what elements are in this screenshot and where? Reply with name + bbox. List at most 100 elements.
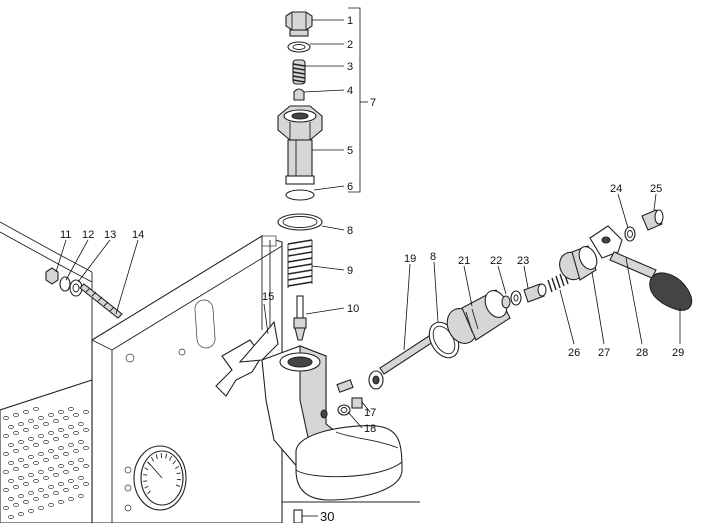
lever-valve-assembly: [337, 210, 692, 415]
callout-12: 12: [82, 229, 94, 241]
perforation-hole: [73, 485, 78, 488]
perforation-hole: [18, 494, 23, 497]
perforation-hole: [78, 494, 83, 497]
perforation-hole: [68, 461, 73, 464]
perforation-hole: [3, 434, 8, 437]
perforation-hole: [43, 422, 48, 425]
main-spring: [288, 240, 312, 288]
perforation-hole: [58, 500, 63, 503]
perforation-hole: [23, 464, 28, 467]
perforation-hole: [48, 431, 53, 434]
chassis-notch: [262, 236, 276, 246]
perforation-hole: [43, 476, 48, 479]
perforation-hole: [43, 440, 48, 443]
perforation-hole: [63, 416, 68, 419]
perforation-hole: [8, 443, 13, 446]
perforation-hole: [58, 410, 63, 413]
perforation-hole: [73, 431, 78, 434]
perforation-hole: [28, 419, 33, 422]
perforation-hole: [38, 506, 43, 509]
perforation-hole: [48, 413, 53, 416]
callout-3: 3: [347, 61, 353, 73]
o-ring: [286, 190, 314, 200]
pivot-cap: [642, 210, 663, 230]
callout-18: 18: [364, 423, 376, 435]
perforation-hole: [28, 437, 33, 440]
perforation-hole: [83, 464, 88, 467]
perforation-hole: [3, 416, 8, 419]
perforation-hole: [53, 491, 58, 494]
chassis-hole: [125, 485, 131, 491]
perforation-hole: [8, 515, 13, 518]
perforation-hole: [68, 479, 73, 482]
callout-13: 13: [104, 229, 116, 241]
perforation-hole: [68, 407, 73, 410]
perforation-hole: [83, 446, 88, 449]
small-spring: [293, 60, 305, 84]
chassis-hole: [125, 505, 131, 511]
perforation-hole: [23, 500, 28, 503]
perforation-hole: [18, 422, 23, 425]
chassis-hole: [126, 354, 134, 362]
valve-pin: [294, 89, 304, 100]
callout-2: 2: [347, 39, 353, 51]
spindle: [380, 334, 436, 374]
washer: [60, 277, 70, 291]
valve-top-bore: [288, 357, 312, 367]
perforation-hole: [13, 503, 18, 506]
callout-27: 27: [598, 347, 610, 359]
callout-29: 29: [672, 347, 684, 359]
callout-5: 5: [347, 145, 353, 157]
perforation-hole: [58, 446, 63, 449]
perforation-hole: [13, 413, 18, 416]
perforation-hole: [83, 482, 88, 485]
perforation-hole: [13, 467, 18, 470]
perforation-hole: [43, 458, 48, 461]
perforation-hole: [3, 452, 8, 455]
callout-19: 19: [404, 253, 416, 265]
callout-8-top: 8: [347, 225, 353, 237]
small-washer: [338, 405, 350, 415]
valve-housing: [278, 106, 322, 184]
callout-4: 4: [347, 85, 353, 97]
perforation-hole: [48, 467, 53, 470]
callout-10: 10: [347, 303, 359, 315]
lever-knob: [650, 273, 692, 310]
perforation-hole: [38, 470, 43, 473]
drain-valve: [294, 510, 302, 523]
top-valve-stack: [278, 12, 322, 340]
perforation-hole: [83, 410, 88, 413]
perforation-hole: [53, 455, 58, 458]
left-fastener-set: [46, 268, 122, 318]
callout-24: 24: [610, 183, 622, 195]
perforation-hole: [8, 461, 13, 464]
callout-22: 22: [490, 255, 502, 267]
perforation-hole: [23, 410, 28, 413]
perforation-hole: [38, 434, 43, 437]
perforation-hole: [58, 482, 63, 485]
small-o-ring: [625, 227, 635, 241]
perforation-hole: [38, 416, 43, 419]
perforation-hole: [33, 425, 38, 428]
perforation-hole: [83, 428, 88, 431]
perforation-hole: [78, 440, 83, 443]
perforation-hole: [18, 512, 23, 515]
perforation-hole: [28, 491, 33, 494]
callout-8-right: 8: [430, 251, 436, 263]
perforation-hole: [68, 425, 73, 428]
callout-11: 11: [60, 229, 71, 241]
washer: [511, 291, 521, 305]
perforation-hole: [73, 413, 78, 416]
perforation-hole: [68, 443, 73, 446]
chassis-hole: [179, 349, 185, 355]
callout-23: 23: [517, 255, 529, 267]
perforation-hole: [68, 497, 73, 500]
perforation-hole: [23, 482, 28, 485]
perforation-hole: [73, 467, 78, 470]
perforation-hole: [13, 485, 18, 488]
callout-17: 17: [364, 407, 376, 419]
perforation-hole: [8, 479, 13, 482]
perforation-hole: [3, 488, 8, 491]
